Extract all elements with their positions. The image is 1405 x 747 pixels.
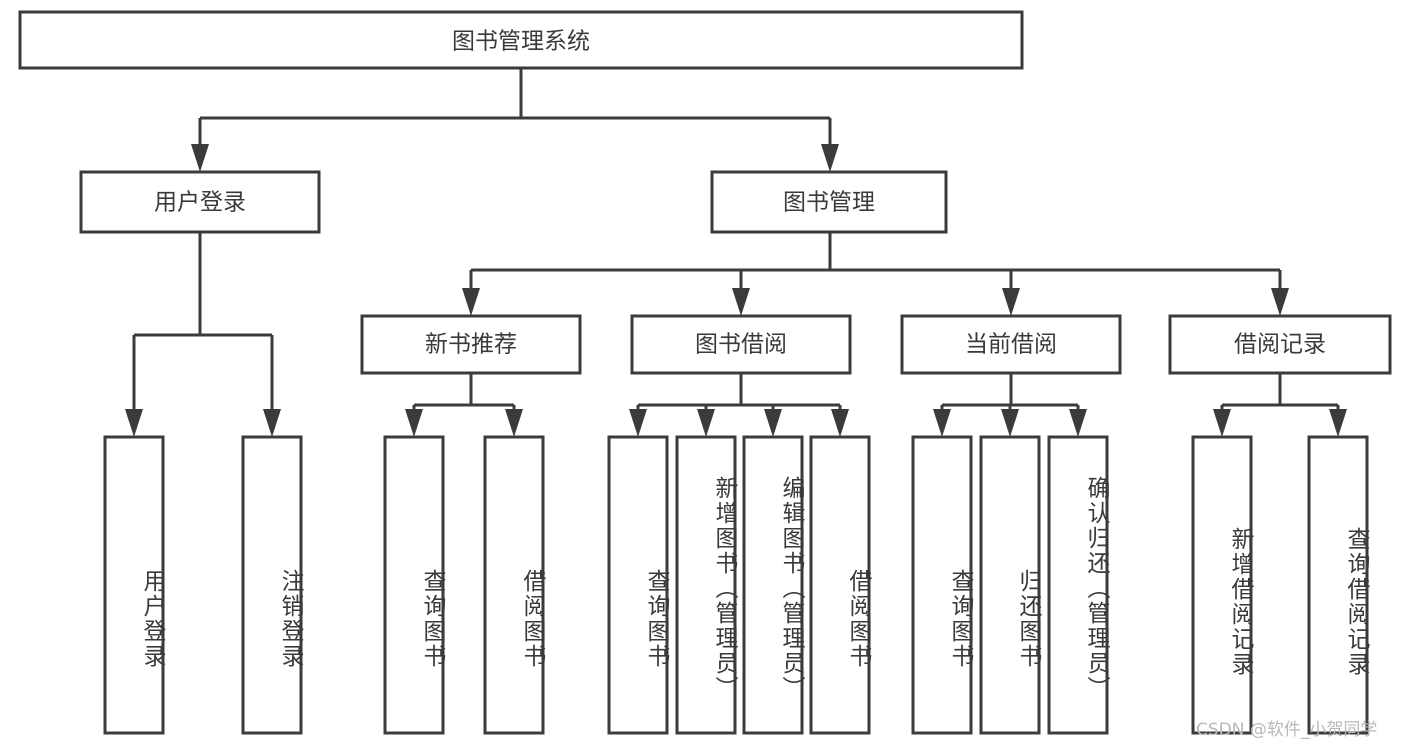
arrow-head-leaf-confirm-return	[1069, 409, 1087, 437]
arrow-head-book-borrow	[732, 288, 750, 316]
node-user-login-label: 用户登录	[154, 190, 246, 216]
arrow-head-leaf-return-book	[1001, 409, 1019, 437]
edge-group-user-login-to-leaves	[125, 232, 281, 437]
arrow-head-leaf-borrow-book-2	[831, 409, 849, 437]
node-leaf-borrow-book-1-box[interactable]	[483, 435, 545, 735]
arrow-head-leaf-add-record	[1213, 409, 1231, 437]
node-leaf-query-book-1-box[interactable]	[383, 435, 445, 735]
node-leaf-add-book-box[interactable]	[675, 435, 737, 735]
node-leaf-add-record-box[interactable]	[1191, 435, 1253, 735]
node-leaf-user-logout-box[interactable]	[241, 435, 303, 735]
node-leaf-user-login-box[interactable]	[103, 435, 165, 735]
node-new-book-rec-box[interactable]	[360, 314, 582, 375]
node-new-book-rec[interactable]: 新书推荐	[360, 314, 582, 375]
node-user-login[interactable]: 用户登录	[79, 170, 321, 234]
node-current-borrow[interactable]: 当前借阅	[900, 314, 1122, 375]
node-book-borrow-label: 图书借阅	[695, 332, 787, 358]
node-leaf-return-book-box[interactable]	[979, 435, 1041, 735]
node-book-manage-label: 图书管理	[783, 190, 875, 216]
node-root[interactable]: 图书管理系统	[18, 10, 1024, 70]
arrow-head-leaf-query-book-3	[933, 409, 951, 437]
arrow-head-leaf-query-book-2	[629, 409, 647, 437]
node-borrow-record-box[interactable]	[1168, 314, 1392, 375]
csdn-watermark: CSDN @软件_小贺同学	[1196, 720, 1378, 740]
node-book-manage-box[interactable]	[710, 170, 948, 234]
node-leaf-edit-book-box[interactable]	[742, 435, 804, 735]
node-current-borrow-label: 当前借阅	[965, 332, 1057, 358]
node-leaf-borrow-book-2-box[interactable]	[809, 435, 871, 735]
node-current-borrow-box[interactable]	[900, 314, 1122, 375]
edge-group-borrow-record-to-leaves	[1213, 373, 1347, 437]
arrow-head-leaf-add-book	[697, 409, 715, 437]
edge-group-new-book-rec-to-leaves	[405, 373, 523, 437]
node-book-borrow[interactable]: 图书借阅	[630, 314, 852, 375]
edge-group-book-borrow-to-leaves	[629, 373, 849, 437]
arrow-head-borrow-record	[1271, 288, 1289, 316]
edge-group-current-borrow-to-leaves	[933, 373, 1087, 437]
arrow-head-leaf-borrow-book-1	[505, 409, 523, 437]
node-book-borrow-box[interactable]	[630, 314, 852, 375]
node-user-login-box[interactable]	[79, 170, 321, 234]
node-borrow-record[interactable]: 借阅记录	[1168, 314, 1392, 375]
node-leaf-query-book-2-box[interactable]	[607, 435, 669, 735]
node-leaf-query-book-3-box[interactable]	[911, 435, 973, 735]
arrow-head-current-borrow	[1002, 288, 1020, 316]
arrow-head-leaf-query-book-1	[405, 409, 423, 437]
node-leaf-query-record-box[interactable]	[1307, 435, 1369, 735]
node-leaf-confirm-return-box[interactable]	[1047, 435, 1109, 735]
node-borrow-record-label: 借阅记录	[1234, 332, 1326, 358]
arrow-head-leaf-edit-book	[764, 409, 782, 437]
arrow-head-user-login	[191, 144, 209, 172]
arrow-head-leaf-user-login	[125, 409, 143, 437]
node-new-book-rec-label: 新书推荐	[425, 332, 517, 358]
edge-group-book-manage-to-level3	[462, 232, 1289, 316]
edge-group-root-to-level2	[191, 68, 839, 172]
arrow-head-new-book-rec	[462, 288, 480, 316]
node-book-manage[interactable]: 图书管理	[710, 170, 948, 234]
arrow-head-leaf-user-logout	[263, 409, 281, 437]
node-root-label: 图书管理系统	[452, 29, 590, 55]
node-root-box[interactable]	[18, 10, 1024, 70]
arrow-head-leaf-query-record	[1329, 409, 1347, 437]
arrow-head-book-manage	[821, 144, 839, 172]
